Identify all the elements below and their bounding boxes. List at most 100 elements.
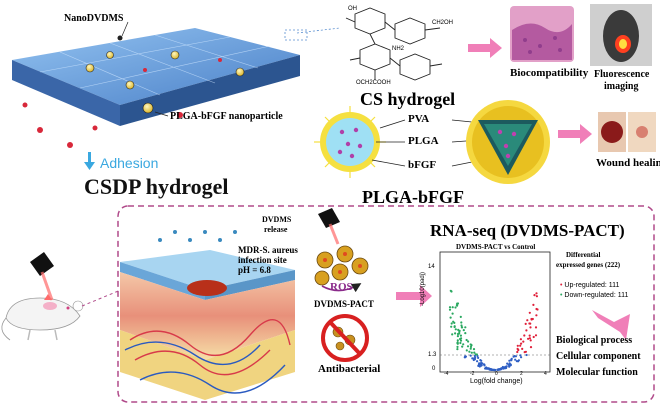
- antibacterial-sign-icon: [321, 314, 369, 362]
- diff-title-2: expressed genes (222): [556, 261, 621, 269]
- volcano-point: [466, 345, 470, 348]
- volcano-point: [459, 341, 462, 345]
- biocompatibility-label: Biocompatibility: [510, 67, 589, 79]
- volcano-point: [529, 346, 533, 349]
- plga-label: PLGA: [408, 135, 439, 147]
- volcano-point: [469, 347, 472, 350]
- volcano-point: [456, 341, 459, 345]
- ytick-1-3: 1.3: [428, 352, 437, 358]
- xtick-0: 0: [495, 371, 498, 377]
- volcano-point: [529, 326, 532, 329]
- cs-hydrogel-title: CS hydrogel: [360, 89, 456, 109]
- volcano-point: [502, 367, 505, 370]
- volcano-point: [519, 344, 522, 347]
- imaging-label: imaging: [604, 81, 639, 92]
- volcano-point: [469, 345, 473, 348]
- ytick-14: 14: [428, 264, 435, 270]
- mechanism-panel: [117, 205, 655, 403]
- volcano-point: [510, 358, 513, 361]
- volcano-point: [451, 306, 454, 309]
- volcano-point: [514, 355, 518, 358]
- volcano-point: [514, 358, 517, 361]
- volcano-point: [476, 360, 479, 363]
- mdr-label-2: infection site: [238, 255, 287, 265]
- volcano-point: [516, 347, 519, 350]
- hydrogel-slab: [12, 21, 300, 148]
- volcano-point: [533, 294, 536, 297]
- volcano-point: [473, 358, 476, 361]
- volcano-point: [462, 343, 465, 346]
- nanodvdms-label: NanoDVDMS: [64, 13, 124, 24]
- volcano-point: [465, 349, 468, 352]
- volcano-point: [464, 326, 467, 329]
- volcano-point: [460, 324, 463, 327]
- volcano-point: [535, 292, 538, 295]
- down-regulated-label: • Down-regulated: 111: [560, 292, 629, 299]
- volcano-point: [522, 340, 525, 343]
- volcano-point: [473, 354, 476, 358]
- volcano-point: [535, 295, 539, 298]
- volcano-point: [449, 316, 452, 319]
- wound-healing-label: Wound healing: [596, 157, 660, 169]
- volcano-point: [459, 337, 462, 341]
- process-biological: Biological process: [556, 335, 633, 346]
- volcano-point: [451, 333, 454, 336]
- volcano-xlabel: Log(fold change): [470, 378, 523, 385]
- volcano-point: [508, 359, 511, 362]
- pva-label: PVA: [408, 113, 430, 125]
- skin-cross-section: [120, 230, 295, 400]
- volcano-point: [472, 348, 476, 351]
- process-cellular: Cellular component: [556, 351, 641, 362]
- volcano-point: [452, 320, 455, 323]
- volcano-ylabel: -Log10(padj): [420, 271, 426, 306]
- volcano-point: [454, 306, 457, 309]
- volcano-point: [520, 342, 523, 345]
- plga-small-particle: [314, 106, 386, 178]
- volcano-point: [483, 364, 486, 367]
- volcano-point: [529, 322, 532, 325]
- rnaseq-title: RNA-seq (DVDMS-PACT): [430, 221, 625, 240]
- plga-bfgf-title: PLGA-bFGF: [362, 187, 464, 207]
- dvdms-release-label-2: release: [264, 225, 288, 234]
- fluorescence-image: [590, 4, 652, 66]
- volcano-point: [473, 351, 476, 354]
- volcano-point: [523, 351, 526, 354]
- cs-group-ch2oh: CH2OH: [432, 20, 454, 26]
- volcano-point: [526, 319, 529, 322]
- volcano-point: [532, 303, 535, 306]
- volcano-point: [480, 361, 483, 365]
- volcano-point: [462, 329, 465, 332]
- plga-large-particle: [466, 100, 550, 184]
- volcano-point: [519, 354, 522, 357]
- diff-title-1: Differential: [566, 251, 601, 259]
- volcano-point: [525, 329, 528, 332]
- volcano-point: [506, 362, 509, 365]
- volcano-point: [456, 335, 459, 338]
- volcano-point: [448, 308, 452, 311]
- laser-device-2-icon: [318, 208, 340, 245]
- mdr-label-1: MDR-S. aureus: [238, 245, 298, 255]
- volcano-point: [470, 351, 473, 354]
- volcano-point: [532, 335, 535, 339]
- up-regulated-label: • Up-regulated: 111: [560, 282, 620, 289]
- cs-chemical-structure: [345, 7, 443, 81]
- volcano-point: [477, 356, 480, 359]
- xtick-2: 2: [520, 371, 523, 377]
- volcano-point: [455, 304, 458, 307]
- volcano-point: [448, 306, 452, 309]
- volcano-point: [465, 338, 468, 342]
- xtick-m2: -2: [470, 371, 475, 377]
- volcano-point: [460, 321, 463, 324]
- volcano-point: [523, 334, 526, 337]
- volcano-point: [528, 337, 532, 340]
- volcano-point: [516, 344, 519, 347]
- volcano-point: [487, 367, 490, 370]
- volcano-point: [469, 354, 472, 357]
- ros-label: ROS: [330, 281, 353, 293]
- volcano-point: [493, 368, 496, 372]
- cs-group-nh2: NH2: [392, 46, 405, 52]
- volcano-point: [530, 317, 533, 321]
- volcano-point: [471, 357, 474, 360]
- volcano-point: [458, 332, 461, 335]
- volcano-point: [454, 332, 457, 335]
